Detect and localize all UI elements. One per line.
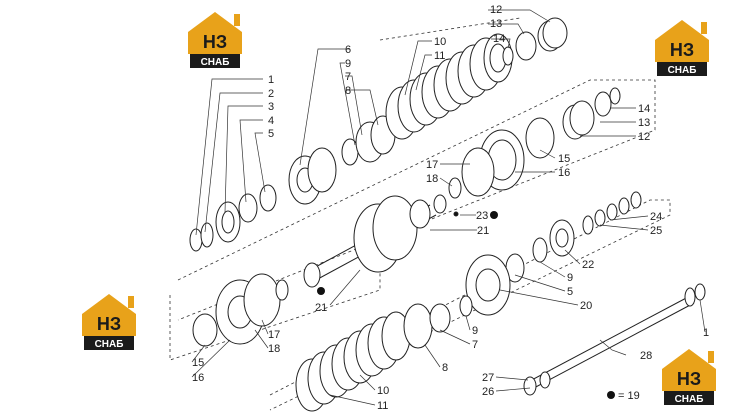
callout-20: 20 — [580, 300, 592, 312]
long-shaft — [523, 283, 706, 396]
callout-7: 7 — [472, 339, 478, 351]
callout-5: 5 — [268, 128, 274, 140]
callout-10: 10 — [377, 385, 389, 397]
right-upper-piston — [448, 87, 621, 199]
callout-7: 7 — [345, 71, 351, 83]
callout-6: 6 — [345, 44, 351, 56]
callout-25: 25 — [650, 225, 662, 237]
callout-4: 4 — [268, 115, 274, 127]
leader-lines — [191, 9, 706, 406]
callout-14: 14 — [638, 103, 650, 115]
callout-21: 21 — [315, 302, 327, 314]
callout-1: 1 — [703, 327, 709, 339]
callout-9: 9 — [345, 58, 351, 70]
lower-clutch-stack — [295, 303, 451, 412]
logo-sub-text: СНАБ — [95, 339, 124, 350]
callout-12: 12 — [490, 4, 502, 16]
callout-3: 3 — [268, 101, 274, 113]
logo-main-text: НЗ — [677, 369, 701, 389]
callout-15: 15 — [192, 357, 204, 369]
logo-main-text: НЗ — [97, 314, 121, 334]
dot-marker — [490, 211, 498, 219]
callout-16: 16 — [192, 372, 204, 384]
callout-27: 27 — [482, 372, 494, 384]
logo-bottom-right: НЗ СНАБ — [662, 349, 716, 405]
callout-13: 13 — [490, 18, 502, 30]
logo-top-right: НЗ СНАБ — [655, 20, 709, 76]
logo-top-left: НЗ СНАБ — [188, 12, 242, 68]
logo-main-text: НЗ — [670, 40, 694, 60]
callout-26: 26 — [482, 386, 494, 398]
callout-16: 16 — [558, 167, 570, 179]
legend-19: = 19 — [618, 390, 640, 402]
lower-left-piston — [192, 273, 289, 347]
callout-10: 10 — [434, 36, 446, 48]
logo-main-text: НЗ — [203, 32, 227, 52]
dot-marker — [317, 287, 325, 295]
upper-clutch-stack — [385, 33, 513, 140]
callout-9: 9 — [472, 325, 478, 337]
callout-18: 18 — [268, 343, 280, 355]
callout-18: 18 — [426, 173, 438, 185]
callout-12: 12 — [638, 131, 650, 143]
callout-2: 2 — [268, 88, 274, 100]
callout-14: 14 — [493, 33, 505, 45]
logo-sub-text: СНАБ — [675, 394, 704, 405]
logo-bottom-left: НЗ СНАБ — [82, 294, 136, 350]
right-middle-group — [459, 191, 642, 317]
callout-labels: 1 2 3 4 5 6 9 7 8 10 11 12 13 14 14 13 1… — [192, 4, 709, 412]
callout-11: 11 — [377, 400, 388, 412]
dot-marker — [607, 391, 615, 399]
callout-9: 9 — [567, 272, 573, 284]
callout-17: 17 — [426, 159, 438, 171]
central-carrier — [303, 194, 459, 288]
callout-1: 1 — [268, 74, 274, 86]
callout-11: 11 — [434, 50, 445, 62]
callout-8: 8 — [442, 362, 448, 374]
callout-23: 23 — [476, 210, 488, 222]
logo-sub-text: СНАБ — [201, 57, 230, 68]
callout-22: 22 — [582, 259, 594, 271]
callout-13: 13 — [638, 117, 650, 129]
callout-28: 28 — [640, 350, 652, 362]
callout-5: 5 — [567, 286, 573, 298]
callout-17: 17 — [268, 329, 280, 341]
callout-8: 8 — [345, 85, 351, 97]
logo-sub-text: СНАБ — [668, 65, 697, 76]
top-spring-group — [502, 17, 568, 66]
upper-left-assembly — [189, 115, 396, 252]
callout-24: 24 — [650, 211, 662, 223]
callout-21: 21 — [477, 225, 489, 237]
callout-15: 15 — [558, 153, 570, 165]
